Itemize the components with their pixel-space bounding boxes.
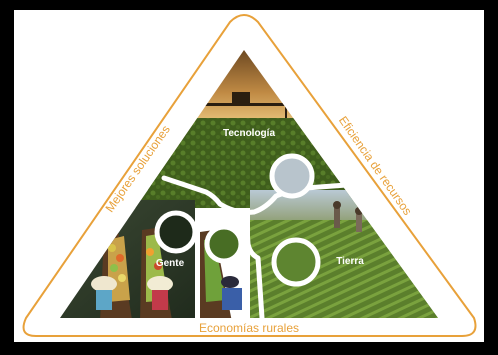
- side-label-bottom: Economías rurales: [199, 321, 299, 335]
- label-gente: Gente: [156, 258, 185, 269]
- puzzle-knob-center: [204, 224, 244, 264]
- puzzle-knob-left: [154, 210, 198, 254]
- label-tierra: Tierra: [336, 256, 364, 267]
- label-tecnologia: Tecnología: [223, 128, 275, 139]
- puzzle-knob-right: [271, 237, 321, 287]
- triangle-outline: [22, 14, 477, 337]
- separator-vertical: [243, 211, 265, 321]
- puzzle-knob-top-right: [269, 153, 315, 199]
